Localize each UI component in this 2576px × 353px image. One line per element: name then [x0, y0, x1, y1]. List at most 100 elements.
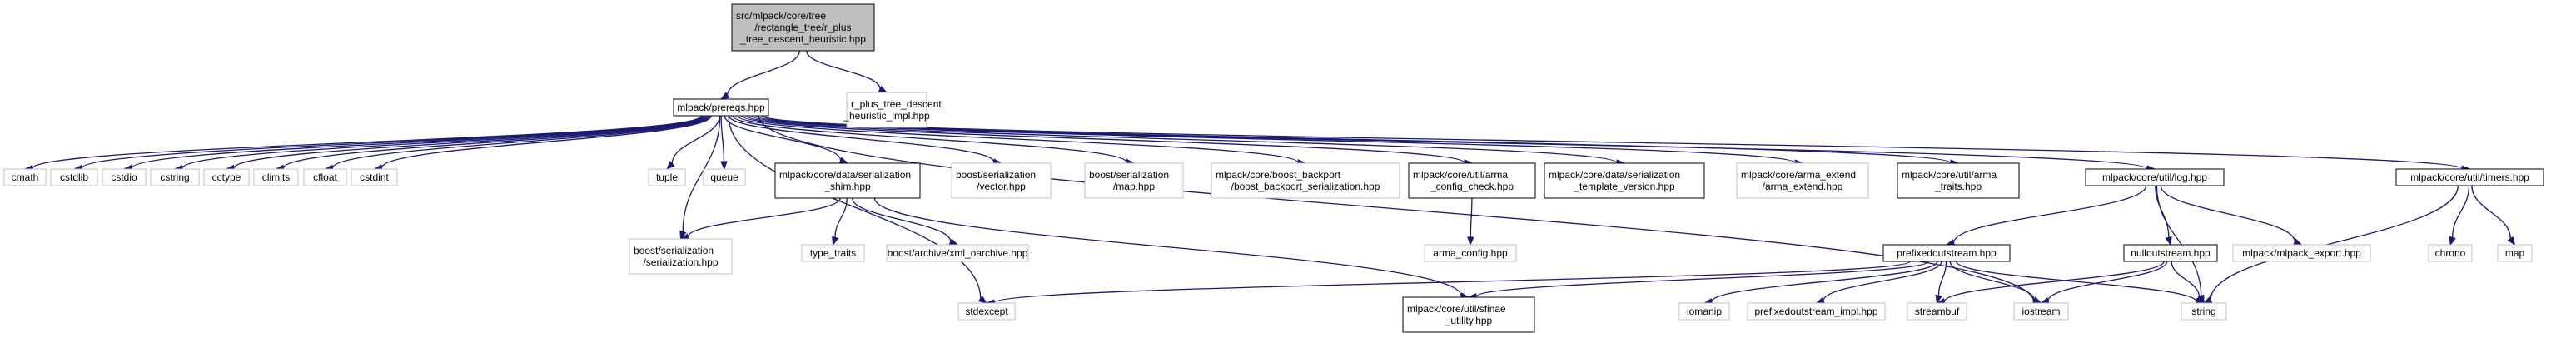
edge-prereqs-to-tuple [666, 115, 720, 170]
node-tuple: tuple [648, 168, 686, 186]
edge-prereqs-to-boost_serialization [679, 115, 721, 241]
node-label: cfloat [313, 172, 337, 183]
node-label: mlpack/mlpack_export.hpp [2242, 247, 2361, 259]
node-cstring: cstring [150, 168, 200, 186]
node-label: iostream [2022, 306, 2060, 317]
node-label: mlpack/core/util/sfinae [1407, 303, 1506, 315]
node-queue: queue [703, 168, 746, 186]
node-stdexcept: stdexcept [957, 302, 1016, 321]
node-climits: climits [253, 168, 299, 186]
edge-prefixedoutstream-to-iostream [1949, 261, 2042, 304]
node-label: boost/serialization [634, 245, 714, 256]
node-label: _utility.hpp [1445, 315, 1493, 326]
node-arma-extend: mlpack/core/arma_extend/arma_extend.hpp [1736, 162, 1869, 199]
node-label: _heuristic_impl.hpp [843, 110, 930, 122]
edge-shim-to-type_traits [832, 197, 848, 246]
node-label: _template_version.hpp [1573, 181, 1675, 192]
node-prefixedoutstream[interactable]: prefixedoutstream.hpp [1882, 244, 2011, 262]
edge-root-to-impl [806, 50, 888, 93]
edge-nulloutstream-to-iostream [2040, 261, 2168, 305]
node-type-traits: type_traits [801, 244, 865, 262]
node-boost-map: boost/serialization/map.hpp [1084, 162, 1184, 199]
node-label: mlpack/prereqs.hpp [677, 102, 765, 113]
node-label: stdexcept [965, 306, 1008, 317]
node-impl: r_plus_tree_descent_heuristic_impl.hpp [843, 92, 942, 128]
node-label: climits [262, 172, 290, 183]
edge-nulloutstream-to-string [2171, 261, 2205, 305]
node-root[interactable]: src/mlpack/core/tree/rectangle_tree/r_pl… [731, 3, 875, 52]
nodes-layer: src/mlpack/core/tree/rectangle_tree/r_pl… [3, 3, 2544, 333]
node-label: mlpack/core/util/log.hpp [2102, 172, 2207, 183]
node-cctype: cctype [203, 168, 250, 186]
edge-prefixedoutstream-to-streambuf [1935, 261, 1947, 305]
node-label: /serialization.hpp [643, 256, 718, 268]
edge-log-to-prefixedoutstream [1945, 185, 2147, 246]
node-label: mlpack/core/data/serialization [779, 169, 911, 181]
edge-log-to-nulloutstream [2155, 185, 2172, 246]
node-iomanip: iomanip [1678, 302, 1730, 321]
node-label: src/mlpack/core/tree [736, 10, 826, 22]
node-map: map [2497, 244, 2533, 262]
node-label: prefixedoutstream_impl.hpp [1754, 306, 1877, 317]
node-label: streambuf [1915, 306, 1960, 317]
node-shim[interactable]: mlpack/core/data/serialization_shim.hpp [774, 162, 921, 199]
edge-timers-to-chrono [2449, 185, 2470, 246]
edge-timers-to-map [2471, 185, 2516, 246]
node-arma-config: arma_config.hpp [1424, 244, 1517, 262]
edge-log-to-mlpack_export [2160, 185, 2303, 246]
node-cstdlib: cstdlib [50, 168, 98, 186]
edge-shim-to-xml_oarchive [852, 197, 959, 246]
node-label: /vector.hpp [977, 181, 1026, 192]
node-label: cstdlib [60, 172, 88, 183]
node-label: mlpack/core/util/arma [1902, 169, 1997, 181]
node-label: arma_config.hpp [1433, 247, 1508, 259]
edge-root-to-prereqs [719, 50, 800, 100]
node-prereqs[interactable]: mlpack/prereqs.hpp [673, 98, 769, 117]
node-cstdint: cstdint [351, 168, 398, 186]
node-label: cmath [12, 172, 39, 183]
node-cfloat: cfloat [303, 168, 347, 186]
node-label: mlpack/core/boost_backport [1216, 169, 1341, 181]
node-boost-vector: boost/serialization/vector.hpp [951, 162, 1052, 199]
node-label: /rectangle_tree/r_plus [754, 22, 851, 33]
node-template-version[interactable]: mlpack/core/data/serialization_template_… [1544, 162, 1705, 199]
node-label: cstdio [111, 172, 137, 183]
node-label: _config_check.hpp [1430, 181, 1514, 192]
node-label: boost/archive/xml_oarchive.hpp [888, 247, 1028, 259]
node-label: /boost_backport_serialization.hpp [1231, 181, 1380, 192]
node-streambuf: streambuf [1907, 302, 1967, 321]
node-label: /arma_extend.hpp [1763, 181, 1843, 192]
node-label: type_traits [810, 247, 856, 259]
node-arma-traits[interactable]: mlpack/core/util/arma_traits.hpp [1897, 162, 2020, 199]
node-arma-config-check[interactable]: mlpack/core/util/arma_config_check.hpp [1408, 162, 1536, 199]
node-prefixed-impl: prefixedoutstream_impl.hpp [1747, 302, 1886, 321]
node-label: _tree_descent_heuristic.hpp [739, 33, 866, 45]
edge-nulloutstream-to-streambuf [1936, 261, 2165, 306]
node-label: /map.hpp [1113, 181, 1155, 192]
node-label: queue [710, 172, 738, 183]
node-label: mlpack/core/arma_extend [1741, 169, 1856, 181]
node-label: nulloutstream.hpp [2131, 247, 2210, 259]
node-label: prefixedoutstream.hpp [1897, 247, 1997, 259]
node-label: tuple [656, 172, 678, 183]
edge-prereqs-to-iostream [758, 115, 2042, 306]
node-cstdio: cstdio [102, 168, 147, 186]
node-sfinae[interactable]: mlpack/core/util/sfinae_utility.hpp [1402, 296, 1535, 333]
node-label: _shim.hpp [823, 181, 871, 192]
node-label: string [2191, 306, 2215, 317]
node-nulloutstream[interactable]: nulloutstream.hpp [2123, 244, 2218, 262]
node-label: mlpack/core/util/timers.hpp [2410, 172, 2529, 183]
node-timers[interactable]: mlpack/core/util/timers.hpp [2395, 168, 2544, 186]
edge-shim-to-boost_serialization [679, 197, 841, 241]
node-label: _traits.hpp [1934, 181, 1982, 192]
node-string: string [2181, 302, 2227, 321]
node-label: cstring [160, 172, 189, 183]
node-label: map [2505, 247, 2525, 259]
node-backport: mlpack/core/boost_backport/boost_backpor… [1211, 162, 1400, 199]
node-cmath: cmath [3, 168, 47, 186]
edge-prefixedoutstream-to-sfinae [1467, 261, 1929, 301]
node-label: iomanip [1687, 306, 1722, 317]
node-log[interactable]: mlpack/core/util/log.hpp [2085, 168, 2225, 186]
edge-prereqs-to-queue [720, 115, 728, 171]
